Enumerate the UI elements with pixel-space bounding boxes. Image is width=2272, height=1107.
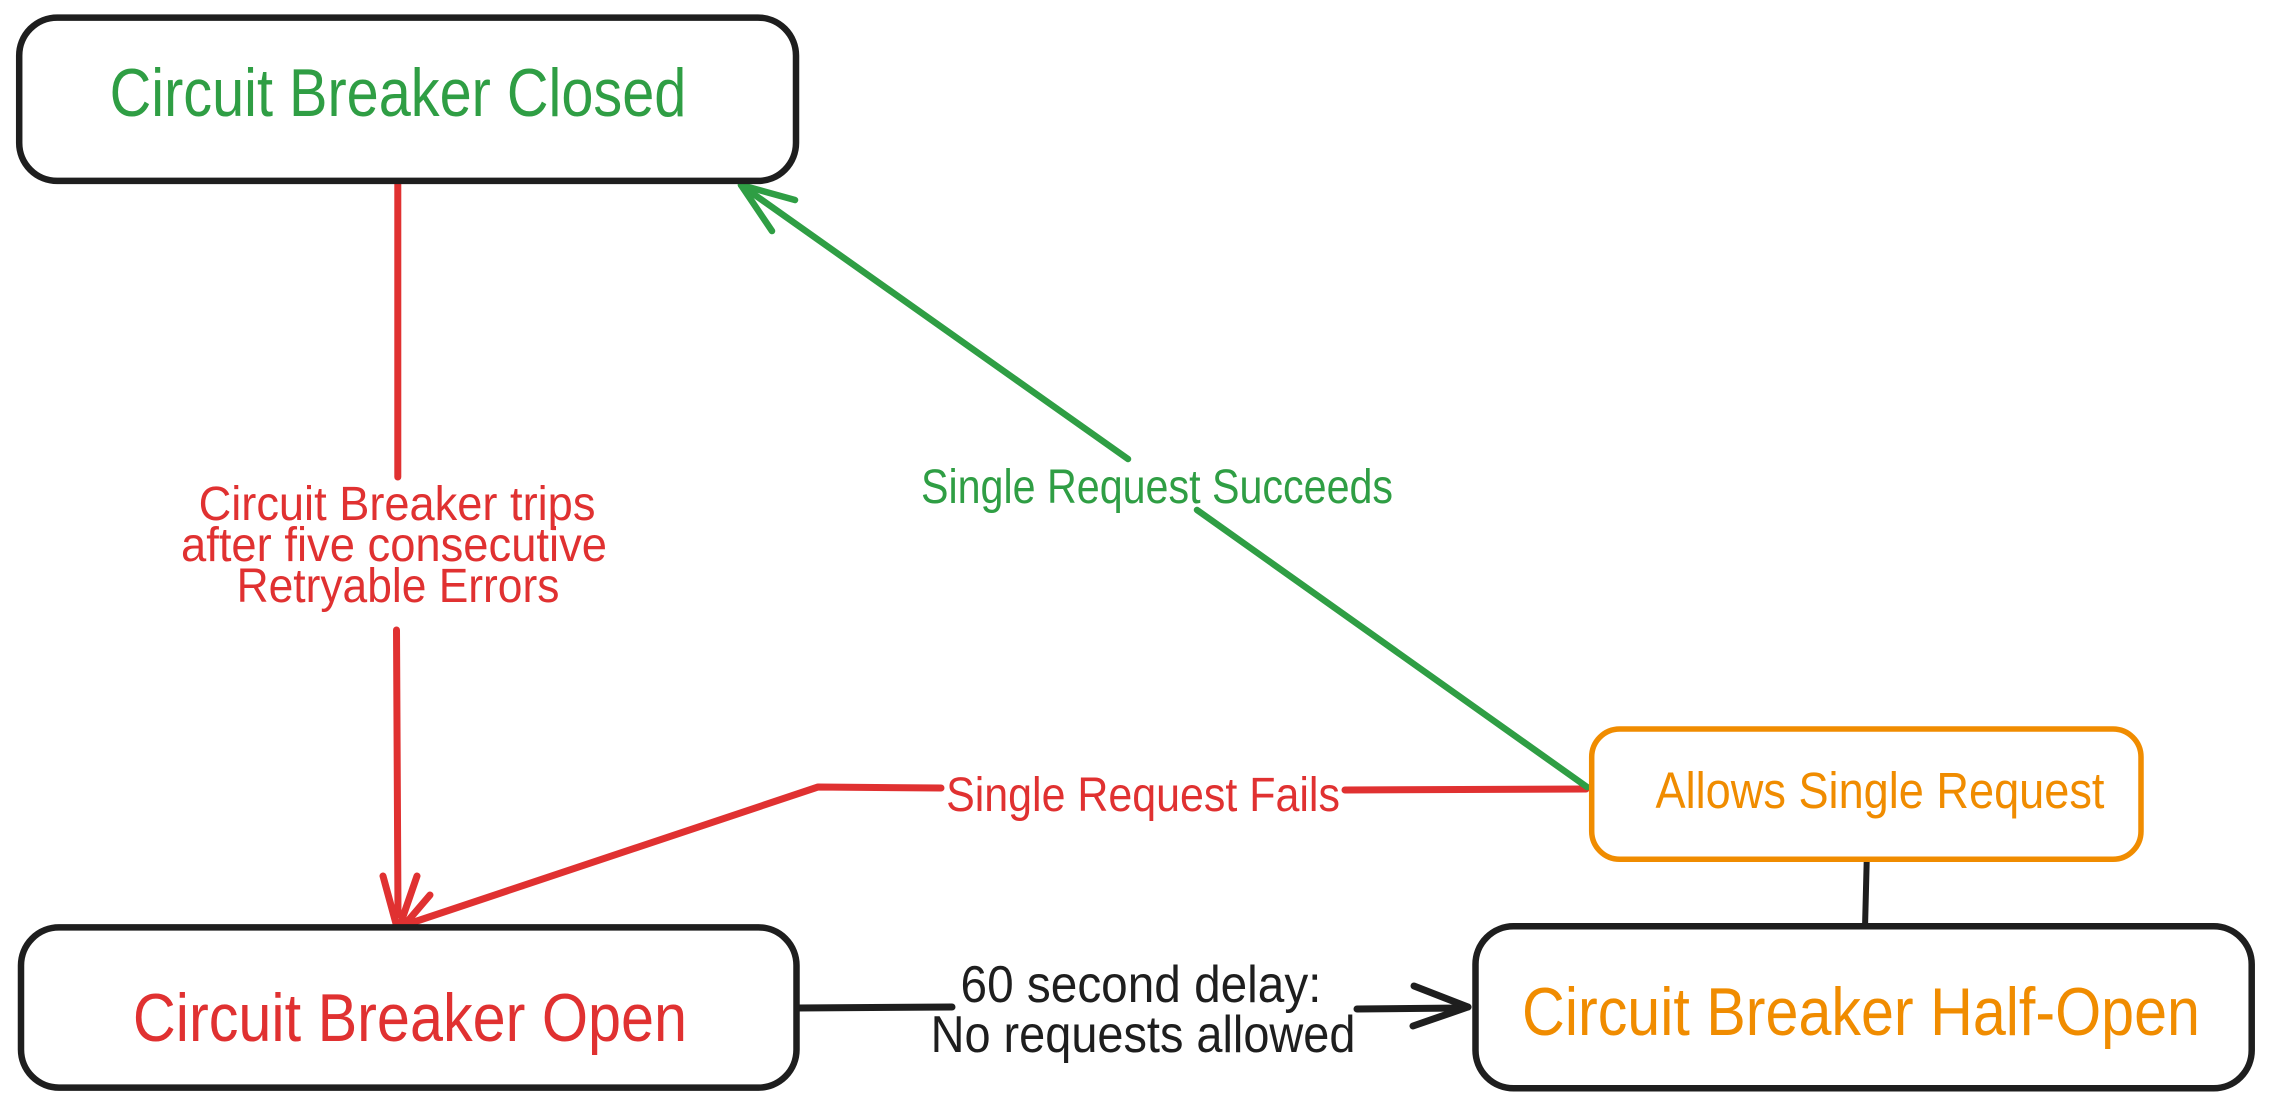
svg-text:Circuit Breaker Half-Open: Circuit Breaker Half-Open <box>1522 973 2200 1050</box>
svg-text:Circuit Breaker trips: Circuit Breaker trips <box>199 477 596 531</box>
svg-text:Circuit Breaker Open: Circuit Breaker Open <box>133 979 687 1056</box>
svg-text:Single Request Succeeds: Single Request Succeeds <box>921 460 1393 514</box>
svg-text:after five consecutive: after five consecutive <box>181 518 607 571</box>
svg-text:Retryable Errors: Retryable Errors <box>237 558 560 612</box>
svg-text:Single Request Fails: Single Request Fails <box>946 768 1340 822</box>
svg-text:Allows Single Request: Allows Single Request <box>1656 762 2106 819</box>
svg-text:Circuit Breaker Closed: Circuit Breaker Closed <box>110 56 687 132</box>
svg-text:No requests allowed: No requests allowed <box>931 1006 1356 1064</box>
svg-text:60 second delay:: 60 second delay: <box>961 955 1322 1013</box>
